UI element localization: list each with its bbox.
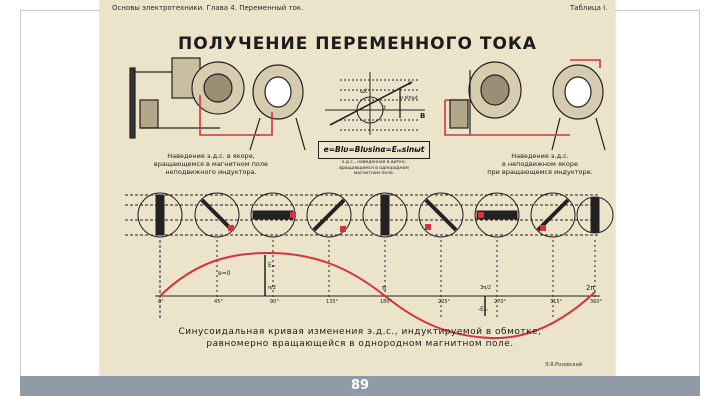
label-minus-em: -Eₘ <box>478 306 488 313</box>
bottom-caption-line-2: равномерно вращающейся в однородном магн… <box>206 339 514 349</box>
caption-right-line-1: Наведение э.д.с. <box>511 152 569 160</box>
caption-left-line-2: вращающемся в магнитном поле <box>153 160 269 168</box>
label-omega-t: ωt <box>360 88 368 95</box>
angle-label: 0° <box>158 299 164 305</box>
caption-left-line-1: Наведение э.д.с. в якоре, <box>167 152 255 160</box>
left-generator <box>129 57 306 151</box>
label-pi: π <box>382 284 387 292</box>
angle-label: 270° <box>494 299 507 305</box>
caption-left-line-3: неподвижного индуктора. <box>165 168 257 176</box>
caption-right-line-2: в неподвижном якоре <box>502 160 578 168</box>
caption-center: э.д.с., наведенная в витке, вращающемся … <box>318 160 430 177</box>
footer-bar <box>20 376 700 396</box>
angle-label: 90° <box>270 299 279 305</box>
caption-left: Наведение э.д.с. в якоре, вращающемся в … <box>146 152 276 176</box>
bottom-caption-line-1: Синусоидальная кривая изменения э.д.с., … <box>178 327 542 337</box>
bottom-caption: Синусоидальная кривая изменения э.д.с., … <box>130 326 590 350</box>
emf-formula: e=Blυ=Blυsinα=Eₘsinωt <box>318 141 430 159</box>
sine-curve <box>159 251 596 340</box>
poster-title: ПОЛУЧЕНИЕ ПЕРЕМЕННОГО ТОКА <box>178 34 537 54</box>
label-e-zero: e=0 <box>218 270 231 277</box>
poster-header-right: Таблица I. <box>570 4 608 12</box>
angle-label: 180° <box>380 299 393 305</box>
label-v: υ <box>408 80 412 87</box>
caption-center-line-3: магнитном поле. <box>353 171 395 176</box>
caption-center-line-1: э.д.с., наведенная в витке, <box>341 160 407 165</box>
angle-label: 315° <box>550 299 563 305</box>
frame-line-left <box>20 10 21 376</box>
label-vt-sinwt: υ·sinωt <box>400 95 418 101</box>
label-three-pi-half: 3π/2 <box>480 285 492 291</box>
sine-plot-axes <box>155 240 600 320</box>
center-vector-diagram <box>325 72 425 135</box>
angle-label: 45° <box>214 299 223 305</box>
label-em: Eₘ <box>268 262 276 269</box>
label-two-pi: 2π <box>586 284 595 292</box>
angle-label: 135° <box>326 299 339 305</box>
label-alpha: α <box>382 104 386 111</box>
label-b: B <box>420 112 426 120</box>
poster-header-left: Основы электротехники. Глава 4. Переменн… <box>112 4 304 12</box>
generator-illustration <box>125 57 614 340</box>
right-generator <box>444 59 606 151</box>
page-number: 89 <box>350 378 370 393</box>
angle-label: 225° <box>438 299 451 305</box>
frame-line-right <box>699 10 700 376</box>
author-signature: Э.Я.Розовский <box>545 362 583 368</box>
angle-label: 360° <box>590 299 603 305</box>
coil-positions-row <box>125 192 614 238</box>
caption-center-line-2: вращающемся в однородном <box>339 165 409 171</box>
label-pi-half: π/2 <box>268 285 276 291</box>
caption-right: Наведение э.д.с. в неподвижном якоре при… <box>475 152 605 176</box>
caption-right-line-3: при вращающемся индукторе. <box>487 168 593 176</box>
